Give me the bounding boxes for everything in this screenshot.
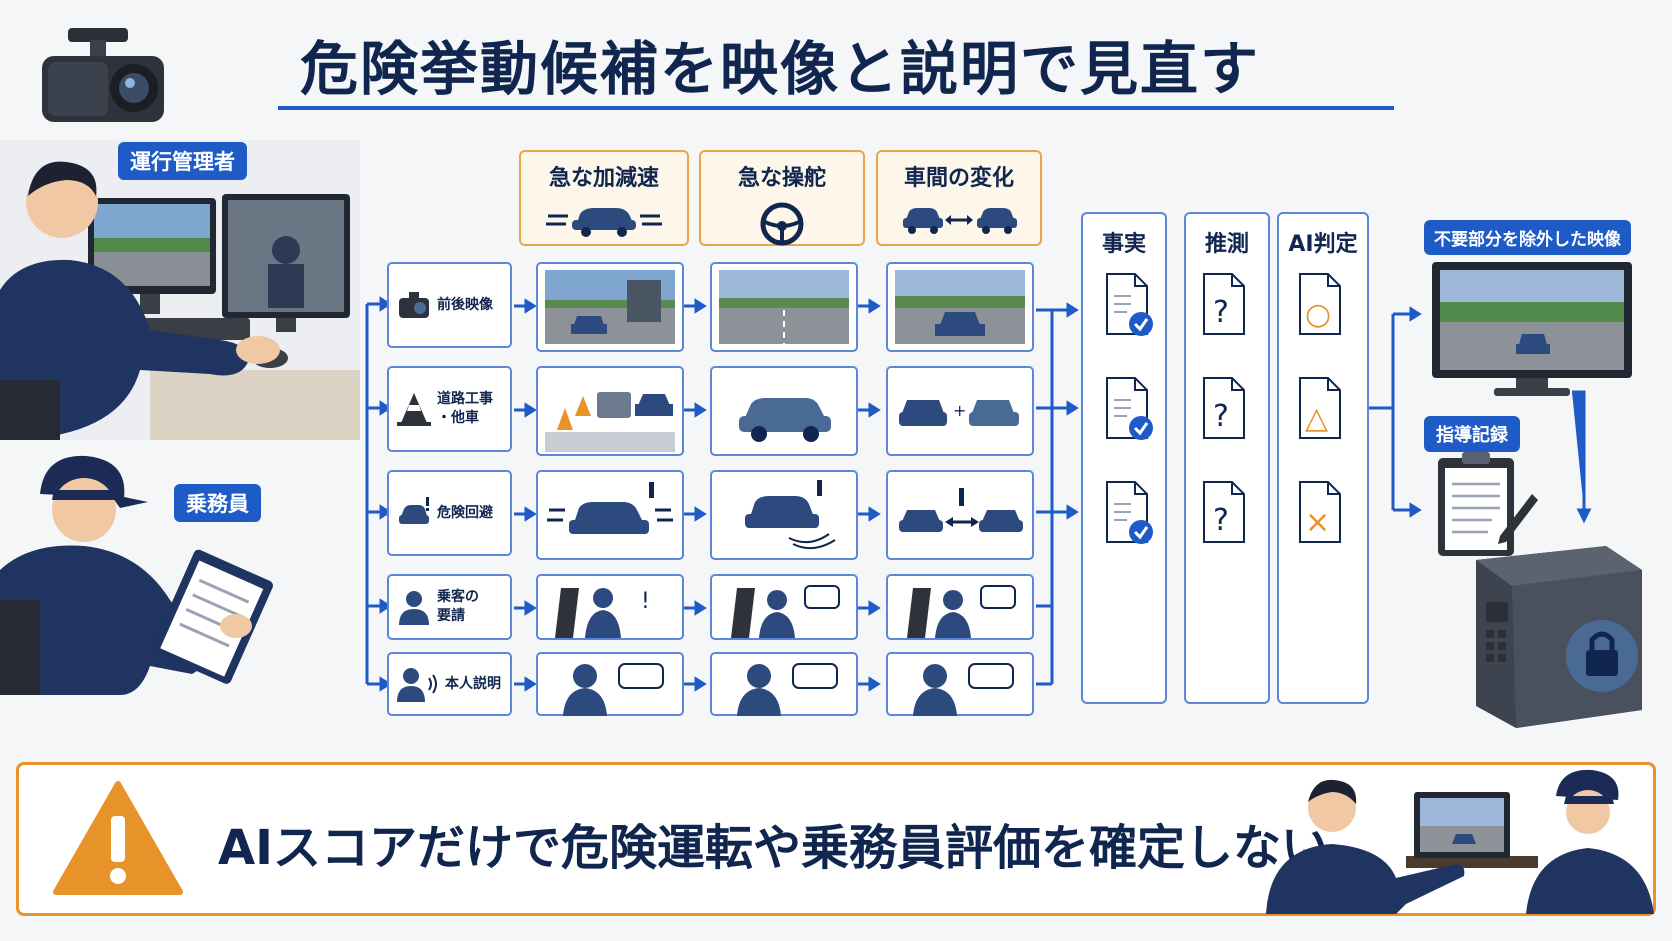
classification-marks: ? ? ? ○ △ ×: [1106, 273, 1341, 544]
mark-ai-1: ○: [1305, 297, 1331, 332]
grid-to-columns-connector: [1036, 302, 1079, 686]
passenger-icon: [399, 591, 429, 625]
crew-illustration: [0, 455, 273, 695]
filtered-video-monitor: [1432, 262, 1632, 396]
output-tag-record: 指導記録: [1424, 416, 1520, 452]
dashcam-icon: [399, 292, 429, 318]
doc-check-icon: [1106, 377, 1153, 440]
row-label-road-work: 道路工事 ・他車: [387, 366, 512, 452]
manager-illustration: [0, 140, 360, 440]
header-distance-change: 車間の変化: [876, 150, 1042, 246]
columns-to-output-connector: [1369, 306, 1422, 518]
svg-text:!: !: [641, 589, 650, 614]
steering-wheel-icon: [760, 202, 804, 246]
cell-roadwork-steer: [710, 366, 858, 456]
mark-inference-1: ?: [1213, 295, 1229, 330]
speeding-car-icon: [546, 208, 662, 237]
cell-avoid-distance: [886, 470, 1034, 560]
title-underline: [278, 106, 1394, 110]
mark-ai-2: △: [1305, 401, 1328, 436]
input-connector: [365, 296, 391, 692]
row-label-danger-avoidance: 危険回避: [387, 470, 512, 556]
header-sudden-steering: 急な操舵: [699, 150, 865, 246]
mark-inference-2: ?: [1213, 399, 1229, 434]
cell-passenger-2: [710, 574, 858, 640]
row-label-self-explanation: 本人説明: [387, 652, 512, 716]
speaker-person-icon: [397, 668, 437, 702]
traffic-cone-icon: [397, 393, 431, 426]
cell-video-accel: [536, 262, 684, 352]
header-sudden-accel: 急な加減速: [519, 150, 689, 246]
cell-passenger-3: [886, 574, 1034, 640]
role-tag-crew: 乗務員: [174, 484, 261, 522]
safe-lock-icon: [1476, 546, 1642, 728]
role-tag-manager: 運行管理者: [118, 142, 247, 180]
output-tag-video: 不要部分を除外した映像: [1424, 220, 1631, 255]
cell-roadwork-accel: [536, 366, 684, 456]
mark-inference-3: ?: [1213, 503, 1229, 538]
svg-text:+: +: [953, 401, 966, 420]
row-label-passenger-request: 乗客の 要請: [387, 574, 512, 640]
cell-self-explain-1: [536, 652, 684, 716]
cell-avoid-accel: [536, 470, 684, 560]
mark-ai-3: ×: [1305, 505, 1330, 540]
car-distance-icon: [903, 208, 1017, 234]
doc-check-icon: [1106, 273, 1153, 336]
warning-text: AIスコアだけで危険運転や乗務員評価を確定しない: [218, 820, 1330, 876]
column-inference: 推測: [1184, 212, 1270, 704]
cell-roadwork-distance: +: [886, 366, 1034, 456]
car-alert-icon: [399, 497, 429, 524]
cell-self-explain-2: [710, 652, 858, 716]
doc-check-icon: [1106, 481, 1153, 544]
evidence-grid-arrows: [514, 298, 881, 692]
cell-video-steer: [710, 262, 858, 352]
video-to-safe-arrow: [1572, 390, 1592, 524]
clipboard-record-icon: [1438, 452, 1538, 556]
warning-triangle-icon: [53, 781, 183, 895]
dashcam-icon: [42, 28, 164, 122]
cell-video-distance: [886, 262, 1034, 352]
cell-avoid-steer: [710, 470, 858, 560]
cell-self-explain-3: [886, 652, 1034, 716]
page-title: 危険挙動候補を映像と説明で見直す: [300, 35, 1261, 103]
cell-passenger-1: !: [536, 574, 684, 640]
review-illustration: [1266, 769, 1654, 914]
row-label-front-rear-video: 前後映像: [387, 262, 512, 348]
